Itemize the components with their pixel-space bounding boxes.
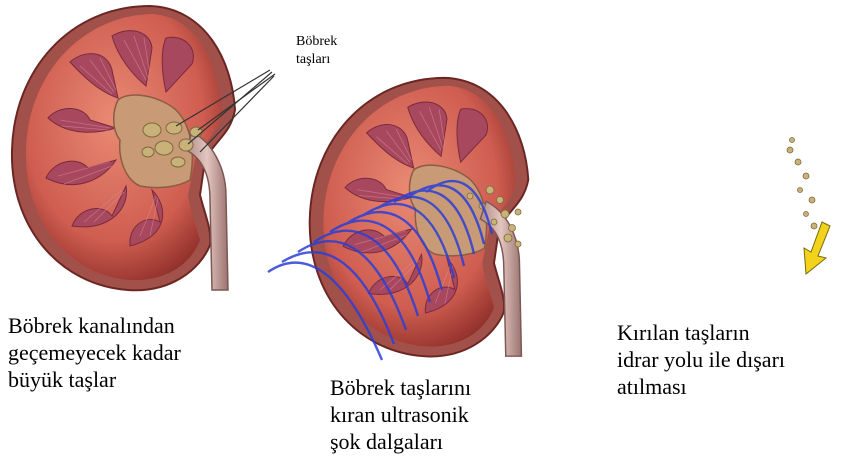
kidney-panel-1 [12, 6, 275, 290]
kidney-panel-2 [268, 78, 528, 360]
panel-3-caption: Kırılan taşların idrar yolu ile dışarı a… [617, 319, 785, 400]
kidney-panel-3 [787, 6, 844, 290]
panel-1-caption: Böbrek kanalından geçemeyecek kadar büyü… [8, 312, 181, 393]
passing-fragments [787, 138, 817, 230]
kidney-stones-callout-label: Böbrek taşları [296, 33, 337, 69]
downward-arrow-icon [804, 222, 830, 274]
panel-2-caption: Böbrek taşlarını kıran ultrasonik şok da… [330, 374, 471, 455]
